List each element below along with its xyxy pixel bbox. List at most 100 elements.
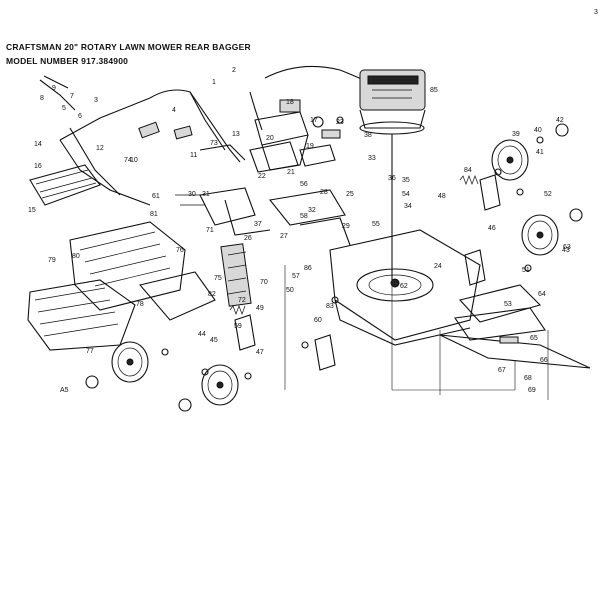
- callout: 39: [512, 131, 520, 138]
- callout: 78: [136, 301, 144, 308]
- callout-numbers: 1 2 3 4 5 6 7 8 9 10 11 12 13 14 15 16 1…: [28, 9, 598, 394]
- callout: 68: [524, 375, 532, 382]
- control-cable-lower: [249, 91, 263, 131]
- callout: 42: [556, 117, 564, 124]
- callout: 26: [244, 235, 252, 242]
- callout: 59: [234, 323, 242, 330]
- callout: 65: [530, 335, 538, 342]
- hub-cap: [569, 208, 583, 222]
- callout: 29: [342, 223, 350, 230]
- callout: 51: [522, 267, 530, 274]
- callout: 9: [52, 85, 56, 92]
- callout: 61: [152, 193, 160, 200]
- callout: 82: [208, 291, 216, 298]
- callout: 80: [72, 253, 80, 260]
- callout: 22: [258, 173, 266, 180]
- callout: 67: [498, 367, 506, 374]
- callout: 20: [266, 135, 274, 142]
- margin-note: A5: [60, 387, 69, 394]
- callout: 50: [286, 287, 294, 294]
- callout: 60: [314, 317, 322, 324]
- wheel-front-center: [201, 364, 239, 406]
- air-filter: [254, 99, 309, 171]
- wheel-rear-right-upper: [491, 139, 529, 181]
- callout: 72: [238, 297, 246, 304]
- callout: 4: [172, 107, 176, 114]
- mower-deck: [329, 229, 481, 346]
- hub-cap: [85, 375, 99, 389]
- callout: 38: [364, 132, 372, 139]
- bag-frame: [29, 164, 101, 206]
- height-adjuster: [234, 174, 501, 371]
- callout: 47: [256, 349, 264, 356]
- callout: 27: [280, 233, 288, 240]
- callout: 36: [388, 175, 396, 182]
- rear-skirt: [454, 307, 546, 341]
- wheel-rear-right: [521, 214, 559, 256]
- callout: 74: [124, 157, 132, 164]
- carburetor-parts: [249, 116, 341, 173]
- callout: 56: [300, 181, 308, 188]
- hub-cap: [178, 398, 192, 412]
- callout: 6: [78, 113, 82, 120]
- callout: 28: [320, 189, 328, 196]
- callout: 75: [214, 275, 222, 282]
- callout: 64: [538, 291, 546, 298]
- rear-door: [138, 243, 252, 321]
- fasteners: [161, 116, 544, 380]
- callout: 73: [210, 140, 218, 147]
- callout: 58: [300, 213, 308, 220]
- engine: [359, 69, 426, 280]
- control-cable: [264, 65, 373, 85]
- callout: 2: [232, 67, 236, 74]
- callout: 71: [206, 227, 214, 234]
- leader-lines: [284, 265, 549, 400]
- callout: 33: [368, 155, 376, 162]
- callout: 1: [212, 79, 216, 86]
- callout: 79: [48, 257, 56, 264]
- callout: 19: [306, 143, 314, 150]
- callout: 3: [94, 97, 98, 104]
- callout: 10: [130, 157, 138, 164]
- spring: [229, 305, 246, 315]
- callout: 21: [287, 169, 295, 176]
- grass-catcher: [27, 221, 186, 351]
- callout: 66: [540, 357, 548, 364]
- callout: 14: [34, 141, 42, 148]
- callout: 83: [326, 303, 334, 310]
- callout: 43: [562, 247, 570, 254]
- callout: 57: [292, 273, 300, 280]
- callout: 85: [430, 87, 438, 94]
- callout: 44: [198, 331, 206, 338]
- callout: 18: [286, 99, 294, 106]
- callout: 55: [372, 221, 380, 228]
- callout: 37: [254, 221, 262, 228]
- callout: 7: [70, 93, 74, 100]
- wheel-front-left: [111, 341, 149, 383]
- callout: 13: [232, 131, 240, 138]
- callout: 8: [40, 95, 44, 102]
- callout: 76: [176, 247, 184, 254]
- callout: 62: [400, 283, 408, 290]
- callout: 12: [96, 145, 104, 152]
- callout: 17: [310, 117, 318, 124]
- callout: 5: [62, 105, 66, 112]
- callout: 30: [188, 191, 196, 198]
- callout: 11: [190, 152, 197, 159]
- callout: 86: [304, 265, 312, 272]
- callout: 41: [536, 149, 544, 156]
- callout: 35: [402, 177, 410, 184]
- callout: 15: [28, 207, 36, 214]
- callout: 52: [544, 191, 552, 198]
- callout: 69: [528, 387, 536, 394]
- callout: 40: [534, 127, 542, 134]
- corner-mark: 3: [594, 9, 598, 16]
- blade: [439, 334, 591, 369]
- callout: 46: [488, 225, 496, 232]
- callout: 70: [260, 279, 268, 286]
- hub-cap: [555, 123, 569, 137]
- callout: 16: [34, 163, 42, 170]
- callout: 84: [464, 167, 472, 174]
- callout: 49: [256, 305, 264, 312]
